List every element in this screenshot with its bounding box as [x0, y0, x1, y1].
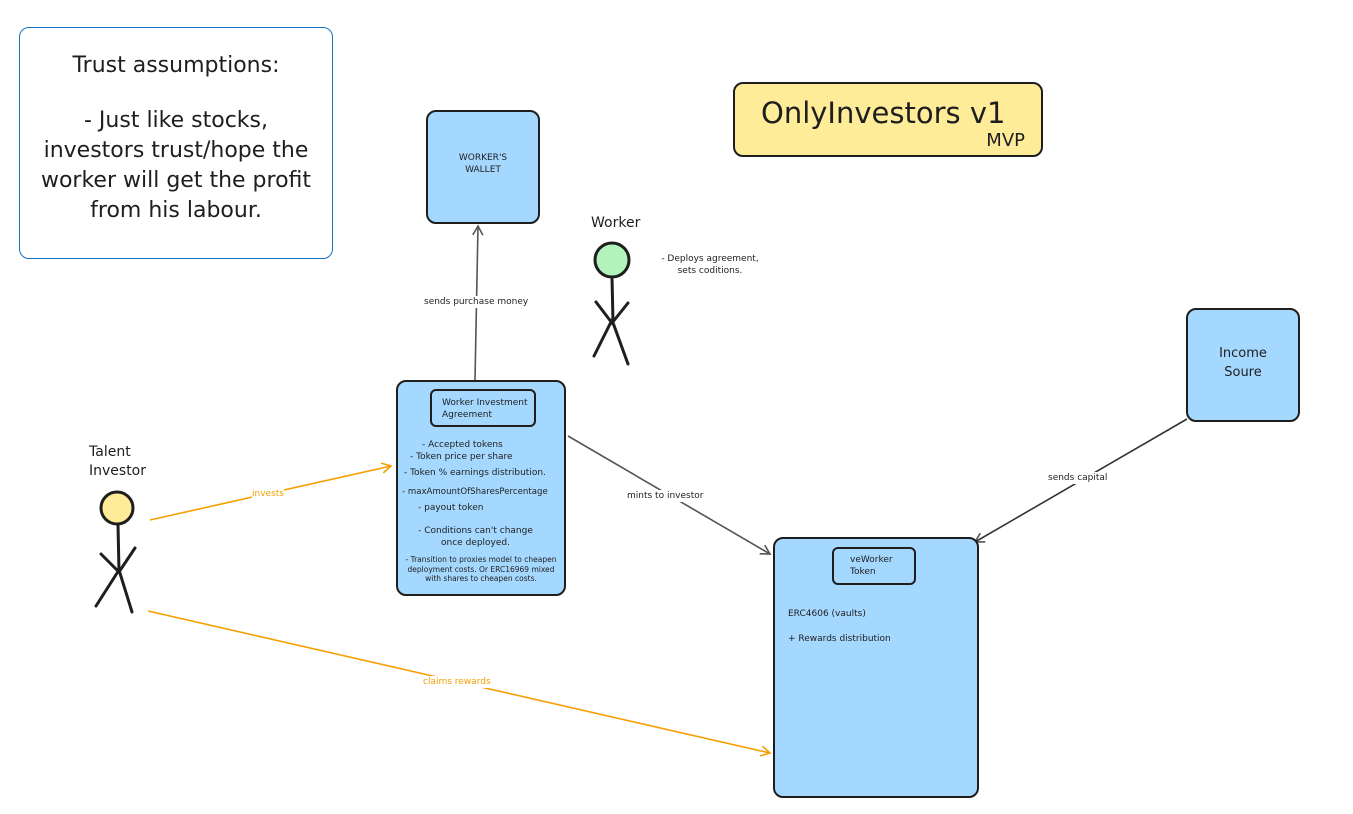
- agreement-box: Worker Investment Agreement - Accepted t…: [396, 380, 566, 596]
- veworker-title: veWorker Token: [850, 555, 893, 577]
- veworker-line1: ERC4606 (vaults): [788, 609, 866, 619]
- label-invests: invests: [252, 488, 284, 500]
- investor-label: Talent Investor: [89, 444, 147, 479]
- trust-body: - Just like stocks, investors trust/hope…: [40, 108, 312, 223]
- title-card: OnlyInvestors v1 MVP: [733, 82, 1043, 157]
- worker-wallet-box: WORKER'S WALLET: [426, 110, 540, 224]
- veworker-title-box: veWorker Token: [832, 547, 916, 585]
- veworker-line2: + Rewards distribution: [788, 634, 891, 644]
- worker-label: Worker: [591, 215, 641, 231]
- investor-figure: [94, 490, 137, 614]
- label-mints-to-investor: mints to investor: [627, 490, 704, 502]
- label-claims-rewards: claims rewards: [423, 676, 491, 688]
- income-source-box: Income Soure: [1186, 308, 1300, 422]
- veworker-box: veWorker Token ERC4606 (vaults) + Reward…: [773, 537, 979, 798]
- trust-title: Trust assumptions:: [72, 53, 280, 78]
- agreement-item-3: - Token % earnings distribution.: [404, 468, 546, 478]
- diagram-title: OnlyInvestors v1: [761, 96, 1006, 130]
- label-sends-capital: sends capital: [1048, 472, 1108, 484]
- trust-assumptions-card: Trust assumptions: - Just like stocks, i…: [19, 27, 333, 259]
- agreement-item-4: - maxAmountOfSharesPercentage: [402, 487, 548, 497]
- agreement-item-1: - Accepted tokens: [422, 440, 503, 450]
- diagram-subtitle: MVP: [986, 130, 1025, 151]
- worker-note: - Deploys agreement, sets coditions.: [661, 254, 759, 276]
- income-label: Income Soure: [1219, 346, 1267, 380]
- label-sends-purchase-money: sends purchase money: [424, 296, 529, 308]
- agreement-footnote: - Transition to proxies model to cheapen…: [405, 555, 557, 583]
- agreement-title-box: Worker Investment Agreement: [430, 389, 536, 427]
- agreement-title: Worker Investment Agreement: [442, 398, 528, 420]
- agreement-item-5: - payout token: [418, 503, 484, 513]
- worker-figure: [592, 241, 631, 366]
- wallet-label: WORKER'S WALLET: [458, 153, 508, 175]
- agreement-item-2: - Token price per share: [410, 452, 513, 462]
- agreement-item-6: - Conditions can't change once deployed.: [418, 526, 533, 548]
